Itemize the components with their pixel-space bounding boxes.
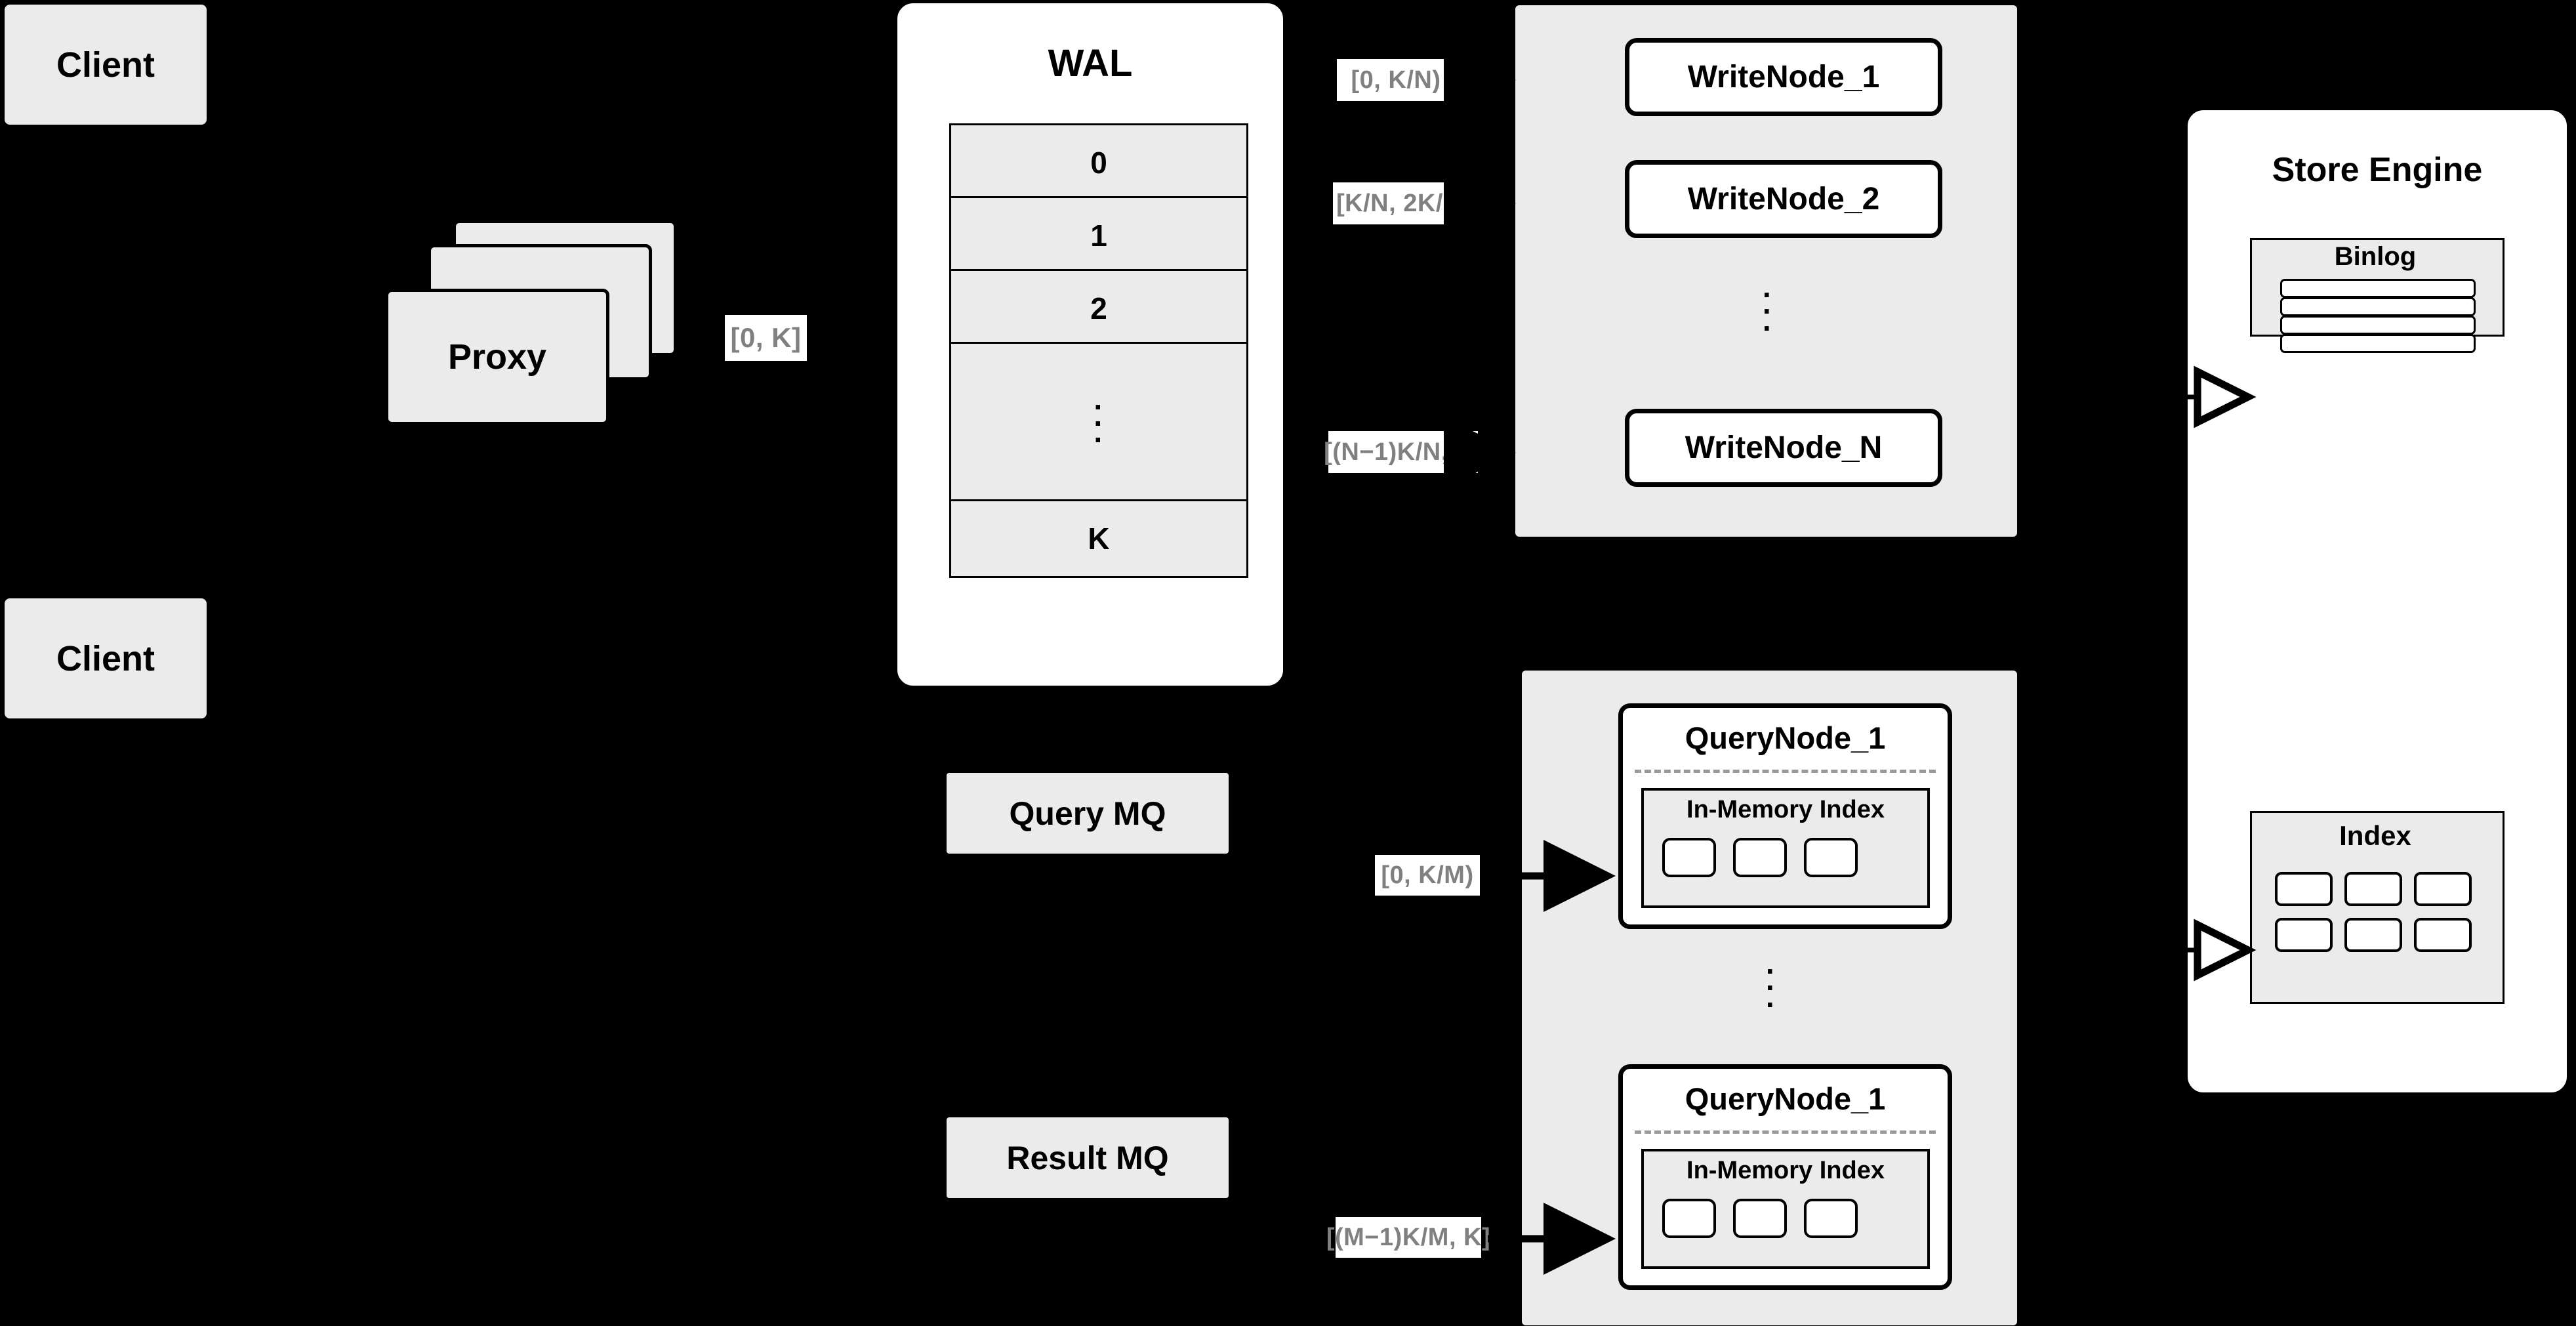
edge-label-proxy-to-wal-text: [0, K]: [730, 322, 802, 353]
edge-label-wal-to-write-1-text: [0, K/N): [1351, 66, 1441, 94]
query-node-1-in-memory-index: In-Memory Index: [1641, 788, 1930, 908]
binlog-row: [2280, 316, 2476, 335]
index-segment-chip: [1804, 1199, 1858, 1238]
binlog-group: Binlog: [2250, 238, 2501, 353]
index-segment-chip: [1733, 1199, 1787, 1238]
edge-label-wal-to-write-2: [K/N, 2K/N): [1333, 182, 1473, 224]
query-node-ellipsis: · · ·: [1523, 942, 2018, 1034]
index-cell: [2275, 918, 2333, 952]
write-node-2-label: WriteNode_2: [1687, 182, 1880, 217]
wal-row: K: [949, 499, 1248, 578]
client-node-2-label: Client: [56, 638, 155, 678]
query-node-m-index-label: In-Memory Index: [1687, 1157, 1885, 1184]
wal-panel: WAL 0 1 2 · · · K: [897, 3, 1283, 686]
binlog-row: [2280, 279, 2476, 298]
query-mq-node[interactable]: Query MQ: [947, 773, 1229, 854]
index-cell: [2344, 872, 2402, 906]
write-ellipsis-dot: ·: [1762, 294, 1773, 329]
index-cell-grid: [2275, 872, 2472, 952]
edge-label-wal-to-write-n-text: [(N−1)K/N, K]: [1324, 438, 1482, 466]
write-node-n-label: WriteNode_N: [1685, 430, 1883, 465]
edge-label-wal-to-write-n: [(N−1)K/N, K]: [1324, 431, 1482, 473]
proxy-node[interactable]: Proxy: [385, 289, 609, 425]
binlog-title: Binlog: [2334, 242, 2417, 271]
binlog-row: [2280, 297, 2476, 316]
client-node-1[interactable]: Client: [5, 5, 207, 125]
index-segment-chip: [1733, 838, 1787, 877]
query-ellipsis-dot: ·: [1765, 987, 1776, 1022]
write-node-1-label: WriteNode_1: [1687, 60, 1880, 94]
write-node-1[interactable]: WriteNode_1: [1625, 38, 1942, 116]
index-cell: [2414, 872, 2472, 906]
query-node-m-label: QueryNode_1: [1685, 1081, 1886, 1116]
index-cell: [2414, 918, 2472, 952]
wal-ellipsis-dot: ·: [1094, 405, 1104, 440]
wal-ellipsis-dot: ·: [1094, 389, 1104, 424]
edge-label-proxy-to-wal: [0, K]: [725, 315, 807, 361]
write-node-cluster: WriteNode_1 WriteNode_2 · · · WriteNode_…: [1515, 5, 2017, 537]
wal-row: 2: [949, 269, 1248, 348]
index-segment-chip: [1804, 838, 1858, 877]
result-mq-label: Result MQ: [1006, 1139, 1169, 1176]
wal-row-label: 2: [1090, 291, 1107, 325]
query-mq-label: Query MQ: [1009, 795, 1166, 832]
index-cell: [2344, 918, 2402, 952]
index-group: Index: [2250, 811, 2501, 1000]
binlog-row: [2280, 334, 2476, 353]
edge-label-wal-to-write-1: [0, K/N): [1337, 59, 1455, 101]
binlog-row-list: [2280, 279, 2476, 353]
edge-label-wal-to-write-2-text: [K/N, 2K/N): [1336, 189, 1470, 217]
edge-label-mq-to-query-m: [(M−1)K/M, K]: [1326, 1217, 1490, 1258]
store-engine-title: Store Engine: [2272, 151, 2483, 189]
edge-label-mq-to-query-m-text: [(M−1)K/M, K]: [1326, 1223, 1491, 1251]
edge-label-mq-to-query-1: [0, K/M): [1375, 855, 1480, 896]
wal-row-label: 1: [1090, 218, 1107, 253]
index-segment-chip: [1662, 1199, 1716, 1238]
write-node-ellipsis: · · ·: [1517, 266, 2018, 358]
query-node-1-separator: [1635, 770, 1936, 773]
wal-row: 0: [949, 123, 1248, 202]
client-node-1-label: Client: [56, 45, 155, 85]
query-node-m[interactable]: QueryNode_1 In-Memory Index: [1618, 1064, 1952, 1290]
wal-title: WAL: [1048, 42, 1133, 85]
index-title: Index: [2339, 820, 2411, 851]
query-ellipsis-dot: ·: [1765, 970, 1776, 1005]
write-ellipsis-dot: ·: [1762, 278, 1773, 312]
write-ellipsis-dot: ·: [1762, 310, 1773, 345]
query-node-1[interactable]: QueryNode_1 In-Memory Index: [1618, 703, 1952, 929]
write-node-2[interactable]: WriteNode_2: [1625, 160, 1942, 238]
wal-ellipsis-dot: ·: [1094, 423, 1104, 457]
wal-row-list: 0 1 2 · · · K: [949, 123, 1248, 642]
index-box: [2250, 811, 2504, 1004]
client-node-2[interactable]: Client: [5, 598, 207, 718]
store-engine-panel: Store Engine Binlog Index: [2188, 110, 2567, 1092]
write-node-n[interactable]: WriteNode_N: [1625, 409, 1942, 487]
query-ellipsis-dot: ·: [1765, 954, 1776, 989]
wal-row-ellipsis: · · ·: [949, 342, 1248, 505]
query-node-m-in-memory-index: In-Memory Index: [1641, 1149, 1930, 1269]
query-node-1-index-label: In-Memory Index: [1687, 796, 1885, 823]
index-cell: [2275, 872, 2333, 906]
index-segment-chip: [1662, 838, 1716, 877]
query-node-m-separator: [1635, 1130, 1936, 1134]
query-node-cluster: QueryNode_1 In-Memory Index · · · QueryN…: [1522, 671, 2017, 1325]
query-node-1-label: QueryNode_1: [1685, 720, 1886, 755]
edge-label-mq-to-query-1-text: [0, K/M): [1381, 861, 1474, 889]
result-mq-node[interactable]: Result MQ: [947, 1117, 1229, 1198]
wal-row: 1: [949, 196, 1248, 275]
proxy-label: Proxy: [447, 337, 547, 377]
wal-row-label: K: [1088, 522, 1110, 556]
wal-row-label: 0: [1090, 146, 1107, 180]
